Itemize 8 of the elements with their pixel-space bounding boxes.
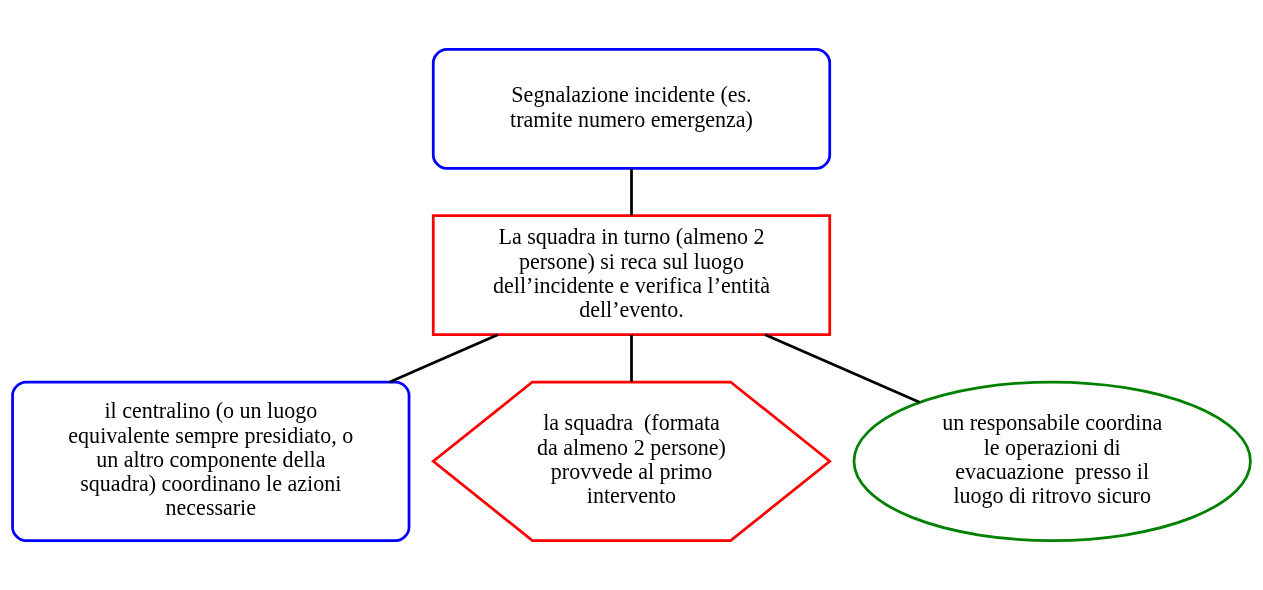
node-box: La squadra in turno (almeno 2 persone) si reca sul luogo dell’incidente e verifica l’entità dell’evento. — [431, 214, 832, 337]
connector — [764, 333, 921, 404]
node-box: il centralino (o un luogo equivalente sempre presidiato, o un altro componente della squadra) coordinano le azioni necessarie — [11, 380, 411, 542]
node-box: Segnalazione incidente (es. tramite numero emergenza) — [431, 48, 832, 170]
connector — [630, 168, 633, 216]
connector — [389, 333, 499, 384]
connector — [630, 335, 633, 382]
node-ellipse: un responsabile coordina le operazioni di evacuazione presso il luogo di ritrovo sicuro — [852, 380, 1252, 542]
